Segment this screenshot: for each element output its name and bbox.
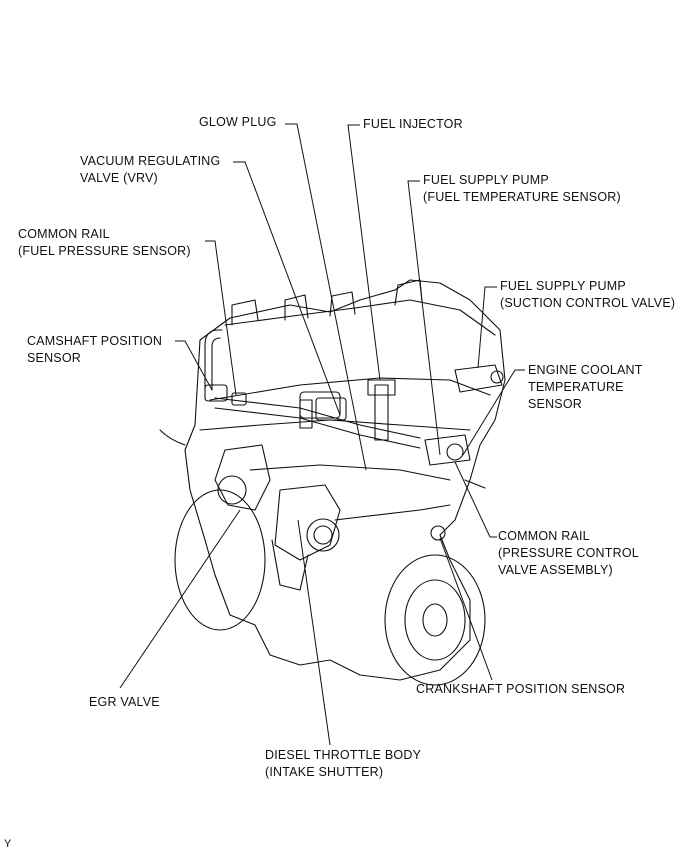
timing-cover: [174, 489, 266, 631]
hose-left: [159, 429, 186, 446]
corner-mark: Y: [4, 838, 12, 850]
injector-tower-3: [329, 291, 356, 317]
leader-glow-plug: [285, 123, 367, 471]
label-fuel-supply-pump-temp: FUEL SUPPLY PUMP (FUEL TEMPERATURE SENSO…: [423, 173, 621, 204]
throttle-bore: [306, 518, 340, 552]
label-common-rail-pcv: COMMON RAIL (PRESSURE CONTROL VALVE ASSE…: [498, 529, 639, 577]
leader-egr: [119, 509, 241, 689]
label-diesel-throttle-body: DIESEL THROTTLE BODY (INTAKE SHUTTER): [265, 748, 422, 779]
label-camshaft-position-sensor: CAMSHAFT POSITION SENSOR: [27, 334, 163, 365]
pcv-cap: [446, 443, 464, 461]
leader-fuel-supply-pump-suction: [477, 286, 497, 369]
throttle-bore-inner: [313, 525, 333, 545]
leader-crankshaft: [439, 537, 493, 681]
leader-fuel-injector: [347, 124, 381, 381]
injector-body-2: [299, 399, 313, 429]
label-common-rail-fuel-pressure: COMMON RAIL (FUEL PRESSURE SENSOR): [18, 227, 191, 258]
injector-top: [367, 379, 396, 396]
label-engine-coolant-temp-sensor: ENGINE COOLANT TEMPERATURE SENSOR: [528, 363, 643, 411]
egr-valve-body: [214, 444, 271, 511]
lower-pipe: [334, 504, 451, 521]
leader-fuel-supply-pump-temp: [407, 180, 441, 456]
label-fuel-supply-pump-suction: FUEL SUPPLY PUMP (SUCTION CONTROL VALVE): [500, 279, 676, 310]
injector-tower-1: [231, 299, 259, 326]
leader-common-rail-fps: [205, 240, 237, 396]
crankshaft-pulley-inner: [404, 579, 466, 661]
intake-pipe-left-inner: [211, 337, 221, 391]
fuel-pressure-sensor-body: [231, 392, 247, 406]
throttle-pipe: [271, 539, 309, 591]
injector-body-1: [374, 384, 389, 441]
throttle-body: [274, 484, 341, 561]
crankshaft-hub: [422, 603, 448, 637]
common-rail-tube: [214, 397, 421, 439]
leader-vrv: [233, 161, 341, 416]
leader-coolant: [462, 369, 525, 456]
crank-sensor-body: [430, 525, 446, 541]
vrv-body: [299, 391, 341, 419]
label-glow-plug: GLOW PLUG: [199, 115, 277, 129]
suction-valve-cap: [490, 370, 504, 384]
label-crankshaft-position-sensor: CRANKSHAFT POSITION SENSOR: [416, 682, 626, 696]
label-egr-valve: EGR VALVE: [89, 695, 160, 709]
suction-control-valve: [454, 364, 503, 393]
leader-camshaft: [175, 340, 213, 391]
cylinder-head-top: [224, 299, 496, 336]
engine-block-outline: [184, 279, 506, 681]
label-vrv: VACUUM REGULATING VALVE (VRV): [80, 154, 221, 185]
crankshaft-pulley-outer: [384, 554, 486, 686]
block-skirt: [249, 464, 451, 481]
block-upper-line: [199, 419, 471, 431]
vrv-body-2: [315, 397, 347, 421]
leader-common-rail-pcv: [454, 461, 497, 538]
common-rail-tube-lower: [214, 407, 421, 449]
leader-throttle: [297, 519, 331, 746]
injector-tower-2: [284, 294, 309, 321]
right-pipe: [464, 479, 486, 489]
camshaft-sensor-body: [204, 384, 228, 402]
label-fuel-injector: FUEL INJECTOR: [363, 117, 463, 131]
intake-pipe-left: [204, 329, 223, 391]
fuel-temp-sensor: [424, 434, 471, 466]
